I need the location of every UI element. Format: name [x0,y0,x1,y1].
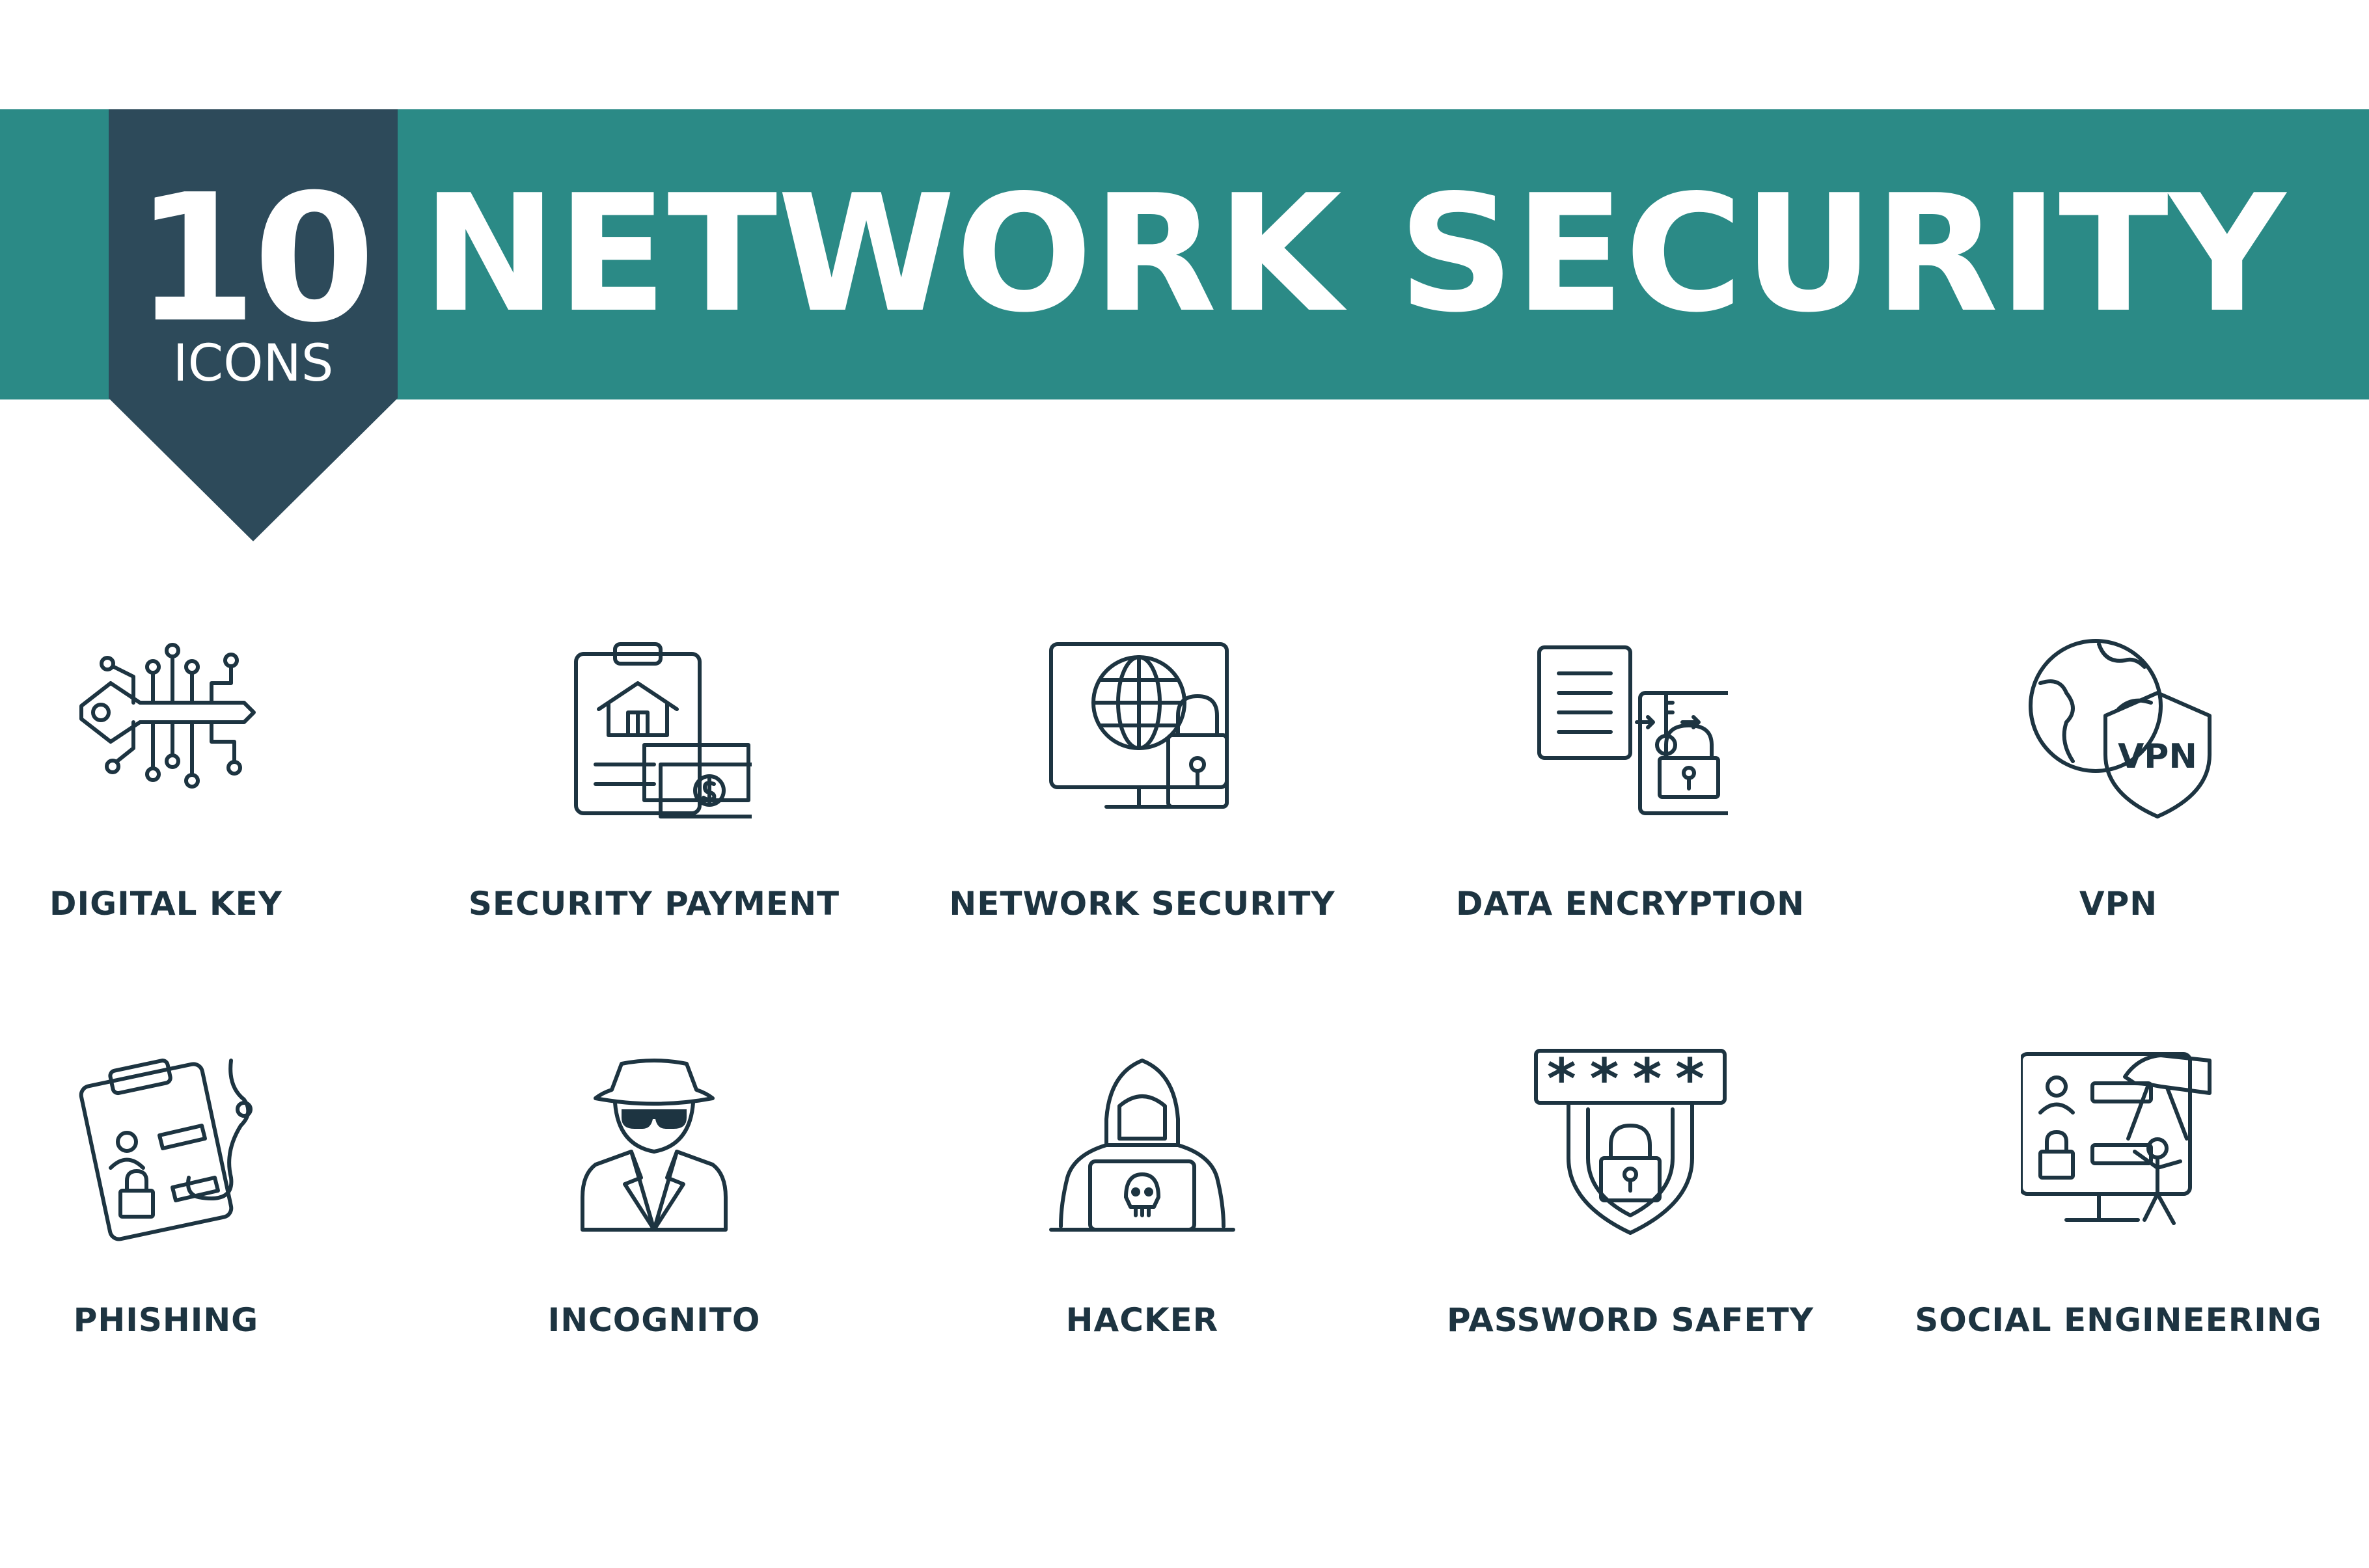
icon-label: INCOGNITO [547,1301,761,1339]
icon-label: SECURITY PAYMENT [468,885,840,923]
icon-item-vpn: VPN VPN [1910,605,2327,1008]
icon-count-badge: 10 ICONS [109,109,398,541]
icon-row: PHISHING INCOGNITO [0,1021,2369,1425]
icon-item-incognito: INCOGNITO [446,1021,862,1425]
icon-label: NETWORK SECURITY [949,885,1335,923]
icon-item-phishing: PHISHING [0,1021,374,1425]
icon-label: VPN [2079,885,2158,923]
icon-item-password-safety: **** PASSWORD SAFETY [1422,1021,1839,1425]
phishing-icon [68,1048,264,1243]
icon-item-network-security: NETWORK SECURITY [934,605,1350,1008]
icon-item-social-engineering: SOCIAL ENGINEERING [1910,1021,2327,1425]
incognito-icon [556,1048,752,1243]
security-payment-icon [556,631,752,826]
social-engineering-icon [2021,1048,2216,1243]
vpn-icon-text: VPN [2118,737,2197,776]
icon-label: SOCIAL ENGINEERING [1915,1301,2322,1339]
badge-shape [109,109,398,541]
vpn-icon: VPN [2021,631,2216,826]
icon-item-security-payment: SECURITY PAYMENT [446,605,862,1008]
icon-label: DATA ENCRYPTION [1455,885,1805,923]
icon-label: HACKER [1065,1301,1219,1339]
icon-item-data-encryption: DATA ENCRYPTION [1422,605,1839,1008]
page-title: NETWORK SECURITY [422,161,2286,348]
password-mask-text: **** [1544,1048,1716,1112]
icon-label: PHISHING [73,1301,259,1339]
network-security-icon [1045,631,1240,826]
badge-label: ICONS [172,334,334,393]
hacker-icon [1045,1048,1240,1243]
badge-number: 10 [135,156,376,361]
password-safety-icon: **** [1533,1048,1728,1243]
data-encryption-icon [1533,631,1728,826]
digital-key-icon [68,631,264,826]
icon-item-hacker: HACKER [934,1021,1350,1425]
icon-label: PASSWORD SAFETY [1447,1301,1814,1339]
icon-label: DIGITAL KEY [49,885,283,923]
icon-item-digital-key: DIGITAL KEY [0,605,374,1008]
icon-row: DIGITAL KEY SECURITY PAYMENT [0,605,2369,1008]
